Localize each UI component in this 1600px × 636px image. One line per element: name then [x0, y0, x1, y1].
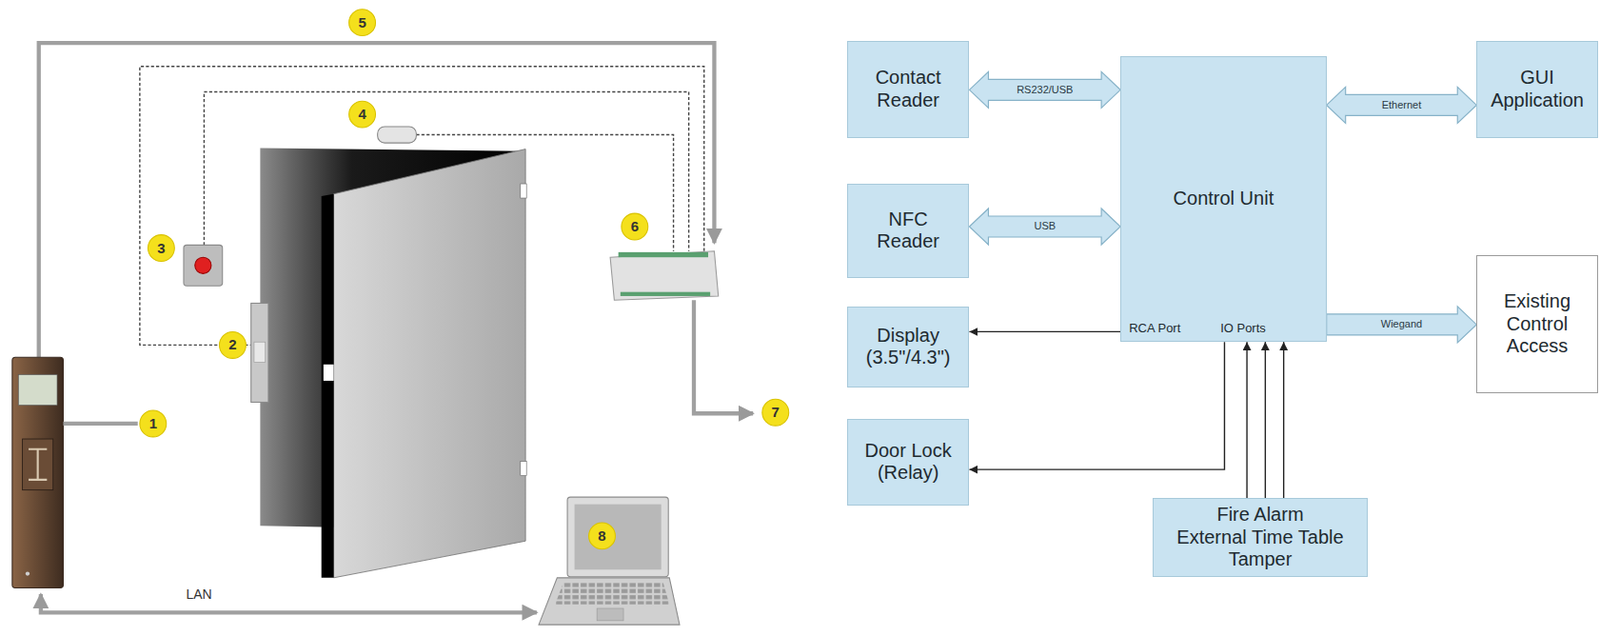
port-label: IO Ports	[1220, 321, 1266, 336]
signal-arrow	[1283, 341, 1284, 498]
door-leaf	[334, 149, 527, 578]
laptop-keyboard	[554, 582, 670, 605]
box-text: Contact Reader	[855, 66, 962, 112]
callout-circle	[349, 9, 376, 37]
box-text: Existing Control Access	[1484, 290, 1590, 358]
callout-number: 2	[228, 336, 237, 353]
box-text: Door Lock (Relay)	[855, 439, 962, 485]
block-box: Control UnitRCA Port IO Ports	[1120, 56, 1327, 342]
callout-circle	[762, 398, 790, 426]
controller-terminals	[620, 292, 711, 297]
callout-number: 6	[631, 218, 639, 235]
leader-line	[62, 421, 138, 426]
bus-label: USB	[1031, 219, 1058, 233]
callout-circle	[349, 100, 376, 128]
block-box: Existing Control Access	[1476, 255, 1599, 394]
box-text: Tamper	[1228, 548, 1293, 572]
reader-keypad	[22, 438, 54, 491]
bus-arrow	[968, 71, 1121, 108]
signal-arrow	[968, 331, 1121, 333]
signal-arrow	[1264, 341, 1266, 498]
laptop-touchpad	[596, 608, 624, 621]
laptop-screen	[567, 496, 669, 577]
box-text: External Time Table	[1176, 526, 1344, 550]
bus-arrow	[1326, 306, 1478, 343]
box-text: Display (3.5"/4.3")	[855, 324, 962, 370]
signal-arrow	[1245, 341, 1247, 498]
callout-number: 3	[157, 240, 165, 257]
bus-arrow	[968, 208, 1121, 245]
callout-number: 5	[357, 15, 366, 31]
door-strike	[251, 302, 269, 402]
exit-button	[183, 244, 223, 286]
callout-circle	[589, 522, 616, 550]
block-box: Display (3.5"/4.3")	[847, 306, 970, 389]
reader-keypad	[28, 449, 47, 480]
bus-label: RS232/USB	[1014, 83, 1075, 97]
block-box: GUI Application	[1476, 40, 1599, 139]
exit-button	[195, 256, 212, 274]
callout-circle	[147, 235, 175, 262]
callout-number: 1	[149, 415, 158, 432]
reader-led	[25, 571, 30, 575]
cable-label: LAN	[183, 586, 214, 602]
reader-screen	[18, 374, 58, 405]
block-box: Door Lock (Relay)	[847, 418, 970, 506]
callout-circle	[218, 331, 246, 358]
output-cable	[693, 299, 753, 414]
bus-label: Ethernet	[1380, 98, 1424, 112]
hinge	[520, 461, 527, 476]
callout-number: 4	[357, 106, 366, 122]
port-label: RCA Port	[1128, 321, 1181, 336]
box-text: Fire Alarm	[1216, 503, 1304, 527]
door-strike	[254, 341, 266, 362]
block-box: Contact Reader	[847, 40, 970, 139]
bus-label: Wiegand	[1379, 317, 1424, 331]
door-latch	[323, 364, 335, 381]
access-reader	[12, 356, 64, 588]
controller-terminals	[618, 252, 709, 257]
controller	[610, 251, 719, 300]
block-box: NFC Reader	[847, 183, 970, 278]
callout-circle	[139, 410, 167, 437]
callout-circle	[621, 213, 649, 240]
signal-arrow	[968, 341, 1225, 470]
callout-number: 7	[771, 404, 780, 420]
laptop-base	[538, 577, 680, 625]
laptop-display	[574, 504, 662, 571]
lan-cable	[40, 593, 537, 613]
box-text: GUI Application	[1484, 66, 1590, 112]
hinge	[520, 183, 527, 198]
box-text: Control Unit	[1173, 187, 1275, 211]
block-box: Fire AlarmExternal Time TableTamper	[1152, 497, 1367, 577]
door-sensor	[377, 126, 417, 143]
door-edge	[321, 194, 335, 578]
box-text: NFC Reader	[855, 208, 962, 254]
callout-number: 8	[597, 528, 606, 544]
bus-arrow	[1326, 86, 1478, 123]
